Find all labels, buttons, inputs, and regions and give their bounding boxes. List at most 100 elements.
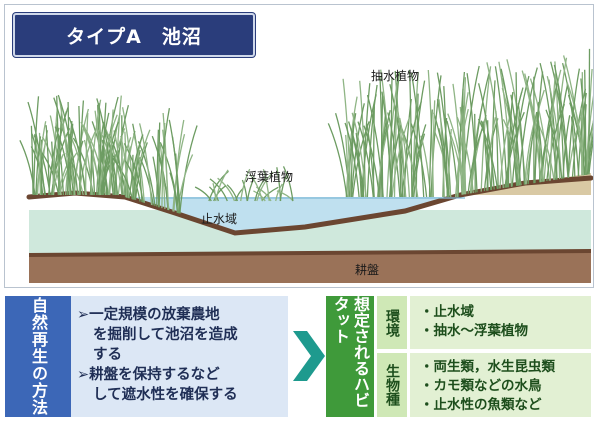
grass-blade bbox=[83, 139, 93, 196]
grass-blade bbox=[215, 169, 229, 202]
grass-blade bbox=[344, 122, 360, 198]
grass-blade bbox=[393, 71, 399, 198]
grass-blade bbox=[351, 112, 367, 198]
grass-blade bbox=[428, 109, 433, 198]
grass-blade bbox=[521, 70, 542, 183]
grass-blade bbox=[97, 112, 110, 196]
grass-blade bbox=[157, 122, 161, 208]
grass-blade bbox=[134, 142, 148, 201]
emergent-plants-label: 抽水植物 bbox=[371, 69, 420, 83]
groundwater-band bbox=[29, 210, 591, 255]
grass-blade bbox=[113, 105, 130, 196]
grass-blade bbox=[360, 94, 377, 198]
grass-blade bbox=[545, 109, 563, 179]
hardpan-layer bbox=[29, 251, 591, 283]
grass-blade bbox=[480, 120, 492, 191]
grass-blade bbox=[588, 48, 591, 175]
grass-blade bbox=[240, 168, 251, 202]
grass-blade bbox=[52, 153, 64, 196]
list-item: ・カモ類などの水鳥 bbox=[420, 378, 542, 394]
grass-blade bbox=[411, 124, 427, 198]
list-item: ・両生類，水生昆虫類 bbox=[420, 359, 555, 375]
grass-blade bbox=[132, 129, 151, 200]
grass-blade bbox=[226, 184, 239, 202]
grass-blade bbox=[555, 84, 569, 180]
grass-blade bbox=[474, 113, 476, 193]
grass-blade bbox=[539, 62, 558, 180]
hardpan-top-line bbox=[28, 249, 592, 257]
grass-blade bbox=[480, 66, 492, 192]
grass-blade bbox=[96, 98, 114, 196]
list-item: ・止水性の魚類など bbox=[420, 397, 542, 413]
grass-blade bbox=[249, 174, 263, 202]
grass-blade bbox=[275, 183, 283, 202]
grass-blade bbox=[41, 152, 60, 196]
grass-blade bbox=[553, 64, 570, 178]
grass-blade bbox=[168, 119, 181, 214]
grass-blade bbox=[505, 91, 523, 188]
grass-blade bbox=[391, 117, 411, 198]
grass-blade bbox=[109, 109, 114, 196]
grass-blade bbox=[334, 113, 351, 198]
method-line: ➢一定規模の放棄農地 bbox=[77, 307, 220, 323]
grass-blade bbox=[98, 103, 103, 196]
method-line: を掘削して池沼を造成 bbox=[93, 327, 238, 343]
grass-blade bbox=[123, 142, 144, 203]
grass-blade bbox=[410, 72, 425, 198]
grass-blade bbox=[78, 131, 96, 196]
grass-blade bbox=[176, 154, 194, 213]
grass-blade bbox=[169, 172, 179, 213]
grass-blade bbox=[30, 125, 34, 196]
environment-label: 環境 bbox=[377, 296, 407, 349]
grass-blade bbox=[254, 177, 266, 202]
grass-blade bbox=[515, 72, 518, 186]
grass-blade bbox=[527, 111, 538, 185]
habitat-heading: 想定されるハビタット bbox=[326, 296, 374, 417]
chevron-right-icon bbox=[293, 331, 325, 381]
method-line: して遮水性を確保する bbox=[93, 387, 238, 403]
grass-blade bbox=[253, 190, 266, 202]
grass-blade bbox=[388, 124, 402, 198]
grass-blade bbox=[66, 121, 73, 196]
grass-blade bbox=[194, 186, 212, 202]
grass-blade bbox=[90, 149, 93, 196]
grass-blade bbox=[36, 121, 47, 196]
grass-blade bbox=[172, 134, 186, 212]
diagram-title: タイプA 池沼 bbox=[13, 13, 255, 57]
grass-blade bbox=[431, 100, 436, 198]
method-description: ➢一定規模の放棄農地 を掘削して池沼を造成 する ➢耕盤を保持するなど して遮水… bbox=[71, 296, 288, 417]
grass-blade bbox=[549, 72, 557, 181]
method-line: ➢耕盤を保持するなど bbox=[77, 367, 220, 383]
grass-blade bbox=[350, 103, 365, 198]
grass-blade bbox=[362, 83, 371, 198]
grass-blade bbox=[58, 97, 71, 196]
grass-blade bbox=[528, 96, 544, 182]
grass-blade bbox=[132, 133, 145, 203]
summary-panel: 自然再生の方法 ➢一定規模の放棄農地 を掘削して池沼を造成 する ➢耕盤を保持す… bbox=[0, 293, 600, 434]
grass-blade bbox=[161, 122, 166, 209]
diagram-frame: タイプA 池沼 抽水植物 浮葉植物 止水域 耕盤 bbox=[4, 4, 594, 288]
grass-blade bbox=[156, 129, 160, 207]
grass-blade bbox=[112, 158, 134, 200]
grass-blade bbox=[546, 76, 563, 179]
grass-blade bbox=[430, 75, 442, 198]
grass-blade bbox=[138, 123, 153, 206]
grass-blade bbox=[162, 129, 170, 211]
list-item: ・止水域 bbox=[420, 304, 474, 320]
grass-blade bbox=[517, 103, 526, 185]
pond-cross-section bbox=[19, 48, 593, 283]
grass-blade bbox=[401, 101, 423, 198]
grass-blade bbox=[158, 107, 171, 208]
grass-blade bbox=[54, 126, 73, 196]
grass-blade bbox=[217, 177, 236, 202]
grass-blade bbox=[355, 132, 362, 198]
floating-leaved-plants-label: 浮葉植物 bbox=[245, 170, 294, 184]
grass-right bbox=[327, 48, 593, 198]
grass-blade bbox=[447, 113, 466, 195]
grass-blade bbox=[72, 137, 95, 196]
list-item: ・抽水～浮葉植物 bbox=[420, 323, 528, 339]
grass-blade bbox=[482, 121, 489, 191]
grass-blade bbox=[399, 117, 411, 198]
grass-blade bbox=[209, 178, 228, 202]
grass-blade bbox=[32, 96, 40, 196]
